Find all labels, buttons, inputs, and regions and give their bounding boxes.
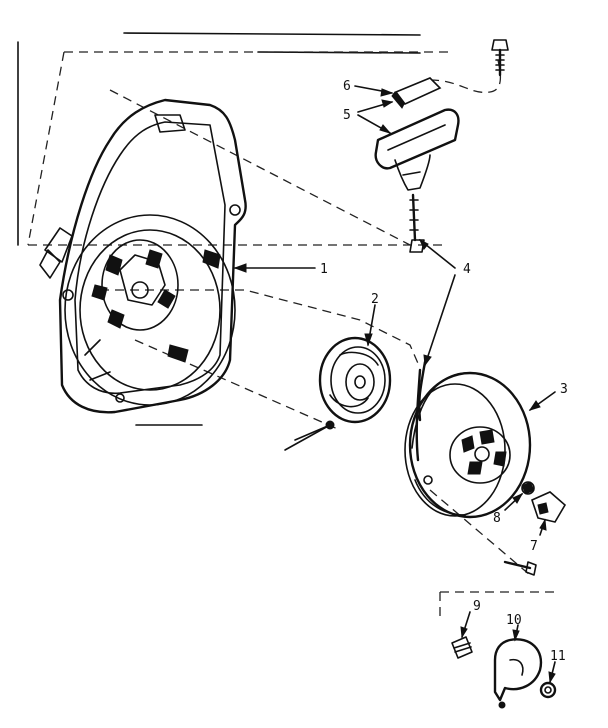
callout-labels: 1 2 3 4 5 6 7 8 9 10 11 — [320, 79, 568, 664]
pawl-part-7 — [531, 491, 567, 523]
screw-lower — [503, 560, 537, 576]
housing-part-1 — [39, 98, 247, 414]
handle-insert-part-6 — [391, 77, 442, 109]
callout-1: 1 — [320, 262, 328, 277]
screw-top — [491, 39, 509, 77]
callout-11: 11 — [550, 649, 566, 664]
spring-part-8 — [521, 481, 535, 495]
callout-8: 8 — [493, 511, 501, 526]
assembly-dashed-lines — [27, 51, 560, 620]
callout-9: 9 — [473, 599, 481, 614]
retainer-part-9 — [451, 636, 473, 659]
nut-part-11 — [539, 681, 557, 699]
callout-7: 7 — [530, 539, 538, 554]
callout-5: 5 — [343, 108, 351, 123]
callout-2: 2 — [371, 292, 379, 307]
callout-6: 6 — [343, 79, 351, 94]
clip-part-10 — [493, 638, 543, 709]
callout-4: 4 — [463, 262, 471, 277]
spring-cassette-part-2 — [284, 336, 392, 451]
callout-3: 3 — [560, 382, 568, 397]
rope-part-4 — [409, 193, 427, 422]
leader-lines — [233, 85, 556, 684]
handle-part-5 — [374, 108, 460, 191]
callout-10: 10 — [506, 613, 522, 628]
scan-edge-lines — [17, 32, 421, 426]
pulley-part-3 — [404, 368, 532, 519]
